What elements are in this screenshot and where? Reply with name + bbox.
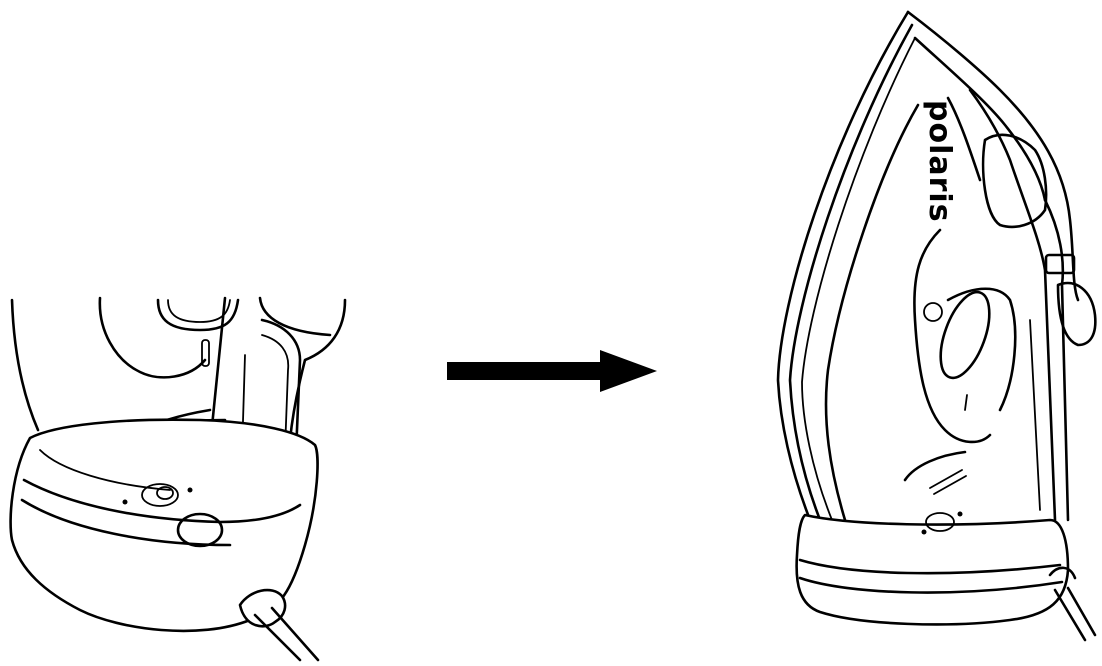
right-arrow-icon — [447, 350, 657, 392]
iron-standing-on-base-icon: polaris — [778, 12, 1095, 640]
brand-label: polaris — [922, 100, 957, 223]
iron-on-base-closeup-icon — [11, 298, 345, 660]
